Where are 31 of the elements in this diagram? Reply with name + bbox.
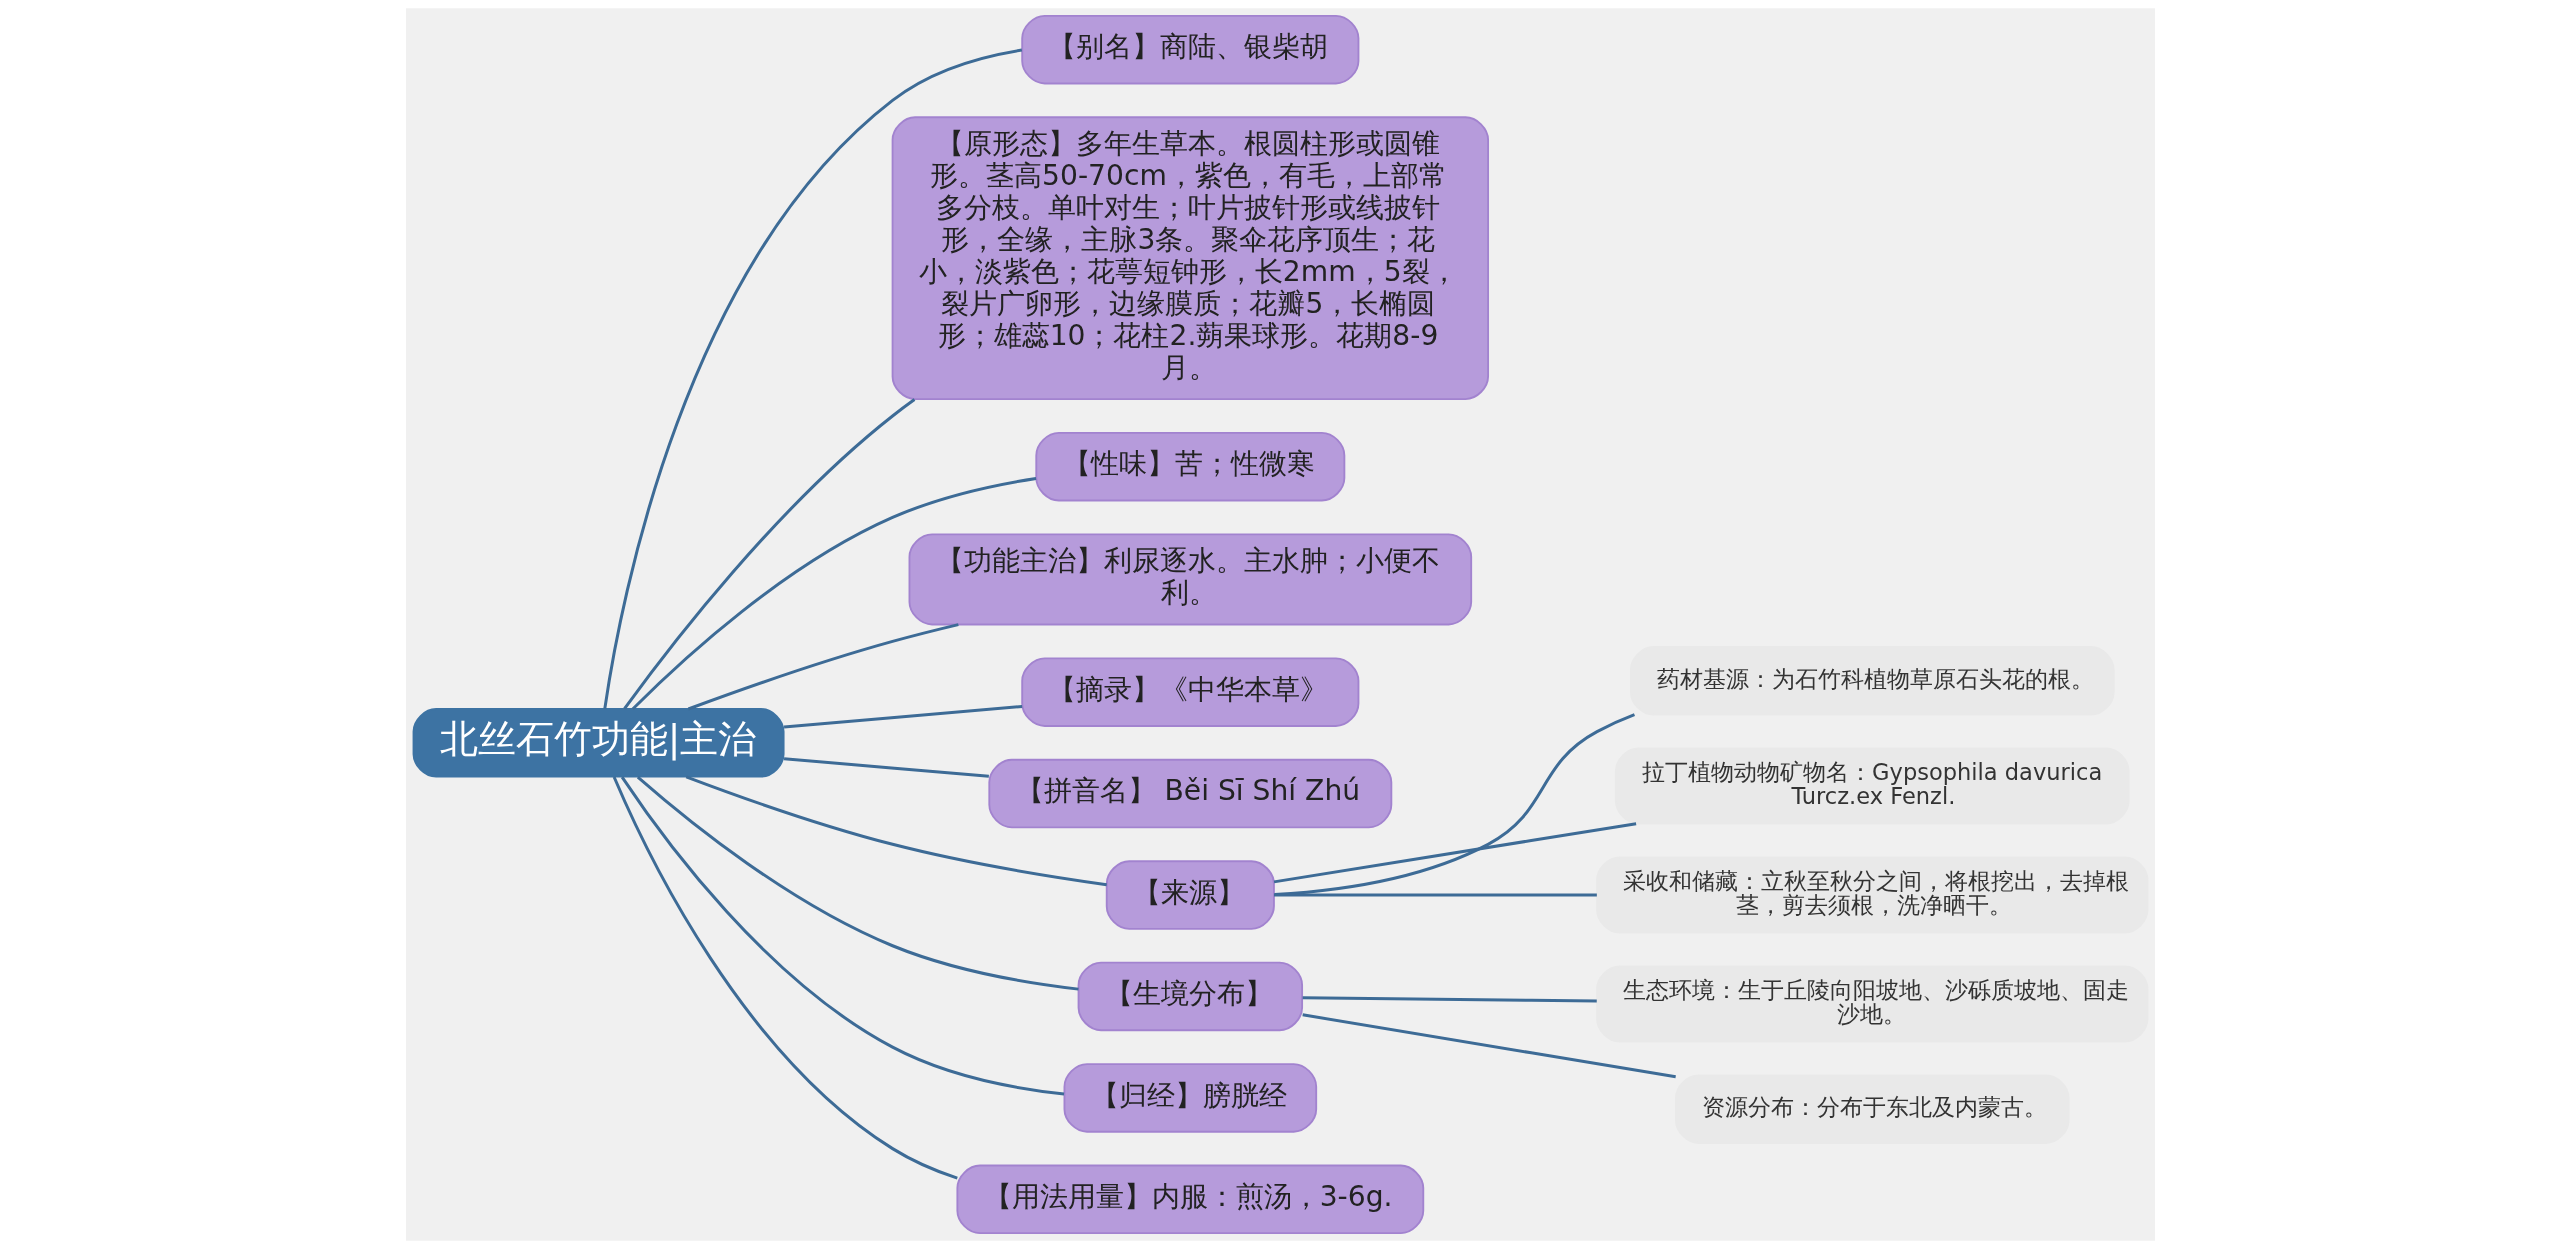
node-box: 【用法用量】内服：煎汤，3-6g. — [955, 1164, 1424, 1235]
node-box: 【摘录】《中华本草》 — [1020, 657, 1359, 727]
connector — [783, 757, 989, 778]
node-box: 药材基源：为石竹科植物草原石头花的根。 — [1629, 646, 2115, 716]
connector — [783, 705, 1022, 729]
node-box: 【拼音名】 Běi Sī Shí Zhú — [987, 758, 1392, 829]
connector — [1273, 893, 1597, 897]
connector — [1302, 996, 1597, 1003]
connector — [1273, 713, 1635, 896]
connector — [1273, 822, 1636, 884]
node-box: 北丝石竹功能|主治 — [412, 708, 785, 778]
node-box: 【生境分布】 — [1077, 961, 1303, 1032]
node-box: 【归经】膀胱经 — [1063, 1063, 1317, 1133]
connector — [612, 776, 958, 1180]
node-box: 【别名】商陆、银柴胡 — [1020, 14, 1359, 85]
connector — [685, 775, 1107, 887]
node-box: 【功能主治】利尿逐水。主水肿；小便不利。 — [908, 533, 1472, 626]
node-box: 【性味】苦；性微寒 — [1034, 431, 1345, 502]
connector — [1301, 1013, 1676, 1079]
node-box: 拉丁植物动物矿物名：Gypsophila davurica Turcz.ex Fenzl. — [1614, 747, 2130, 825]
node-box: 【来源】 — [1105, 860, 1275, 930]
connector — [687, 623, 959, 711]
connector — [602, 48, 1022, 710]
node-box: 资源分布：分布于东北及内蒙古。 — [1674, 1074, 2069, 1144]
connector — [631, 476, 1036, 711]
node-box: 采收和储藏：立秋至秋分之间，将根挖出，去掉根茎，剪去须根，洗净晒干。 — [1595, 856, 2148, 934]
connector — [636, 775, 1079, 991]
node-box: 【原形态】多年生草本。根圆柱形或圆锥形。茎高50-70cm，紫色，有毛，上部常多分枝。单叶对生；叶片披针形或线披针形，全缘，主脉3条。聚伞花序顶生；花小，淡紫色；花萼短钟形，长2mm，5裂，裂片广卵形，边缘膜质；花瓣5，长椭圆形；雄蕊10；花柱2.蒴果球形。花期8-9月。 — [891, 116, 1489, 400]
connector — [620, 776, 1064, 1096]
node-box: 生态环境：生于丘陵向阳坡地、沙砾质坡地、固走沙地。 — [1595, 965, 2148, 1043]
connector — [622, 398, 915, 710]
